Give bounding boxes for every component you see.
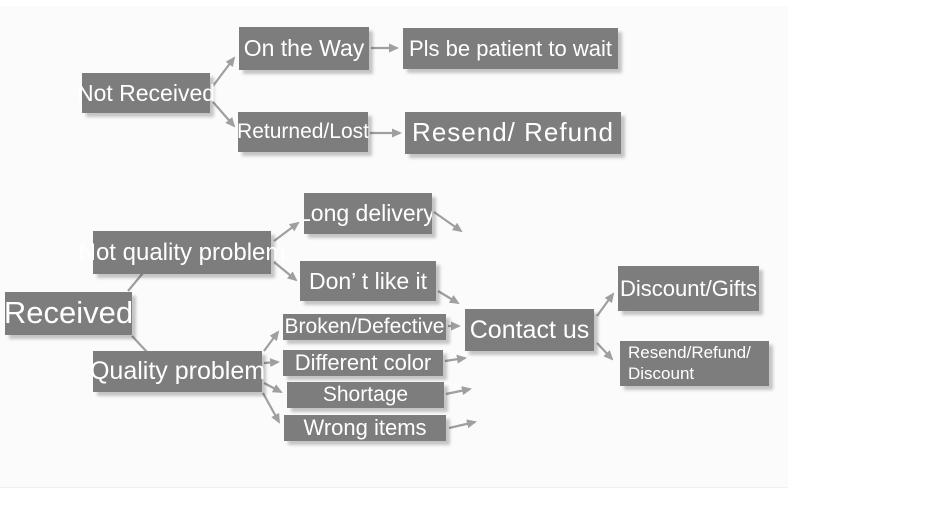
node-long-delivery: Long delivery xyxy=(304,193,432,234)
edge-quality-to-shortage xyxy=(263,382,283,393)
node-shortage: Shortage xyxy=(287,382,444,408)
node-not-received: Not Received xyxy=(77,73,215,113)
edge-contact-us-to-discount-gifts xyxy=(596,292,615,317)
node-label: Not Received xyxy=(76,79,216,106)
edge-quality-to-broken-defective xyxy=(263,330,280,352)
node-label: Wrong items xyxy=(303,415,427,441)
node-label: Don’ t like it xyxy=(308,267,428,294)
edge-different-color-to-contact-us xyxy=(444,354,467,364)
node-label: Long delivery xyxy=(304,200,432,227)
node-label: Pls be patient to wait xyxy=(408,35,612,61)
edge-quality-to-different-color xyxy=(263,358,280,368)
node-different-color: Different color xyxy=(283,350,443,376)
edge-dont-like-it-to-contact-us xyxy=(437,290,460,305)
node-label: Resend/ Refund xyxy=(412,117,614,148)
node-not-quality-problem: Not quality problem xyxy=(79,231,285,274)
edge-not-quality-to-long-delivery xyxy=(273,221,300,242)
edge-not-quality-to-dont-like-it xyxy=(273,261,298,282)
node-label: Not quality problem xyxy=(78,238,286,266)
edge-shortage-to-contact-us xyxy=(445,386,472,396)
edge-contact-us-to-resend-refund-discount xyxy=(596,342,614,361)
node-received: Received xyxy=(3,292,134,335)
edge-received-to-not-quality-problem xyxy=(127,272,144,292)
node-resend-refund-discount: Resend/Refund/ Discount xyxy=(620,341,769,386)
node-pls-be-patient-to-wait: Pls be patient to wait xyxy=(403,28,618,69)
node-resend-refund: Resend/ Refund xyxy=(405,112,621,154)
node-label: Returned/Lost xyxy=(237,119,369,143)
node-label: Received xyxy=(3,295,134,331)
node-label-line-2: Discount xyxy=(628,363,695,383)
edge-quality-to-wrong-items xyxy=(262,392,280,424)
node-on-the-way: On the Way xyxy=(239,27,369,70)
node-label: On the Way xyxy=(243,35,365,62)
node-discount-gifts: Discount/Gifts xyxy=(618,266,759,311)
node-returned-lost: Returned/Lost xyxy=(237,112,369,152)
edge-not-received-to-on-the-way xyxy=(212,56,236,87)
node-dont-like-it: Don’ t like it xyxy=(300,261,436,301)
edge-wrong-items-to-contact-us xyxy=(448,419,477,430)
node-label: Quality problem xyxy=(89,357,266,386)
edge-not-received-to-returned-lost xyxy=(212,101,236,128)
node-label: Contact us xyxy=(469,315,590,344)
node-contact-us: Contact us xyxy=(465,309,594,351)
node-label: Shortage xyxy=(322,382,409,406)
node-wrong-items: Wrong items xyxy=(284,415,446,441)
node-quality-problem: Quality problem xyxy=(89,351,266,392)
node-label: Discount/Gifts xyxy=(620,275,757,301)
node-broken-defective: Broken/Defective xyxy=(283,314,446,340)
node-label-line-1: Resend/Refund/ xyxy=(628,343,751,363)
node-label: Different color xyxy=(294,350,432,376)
node-label: Broken/Defective xyxy=(284,314,445,338)
edge-long-delivery-to-contact-us xyxy=(433,211,463,233)
edge-received-to-quality-problem xyxy=(131,335,148,353)
